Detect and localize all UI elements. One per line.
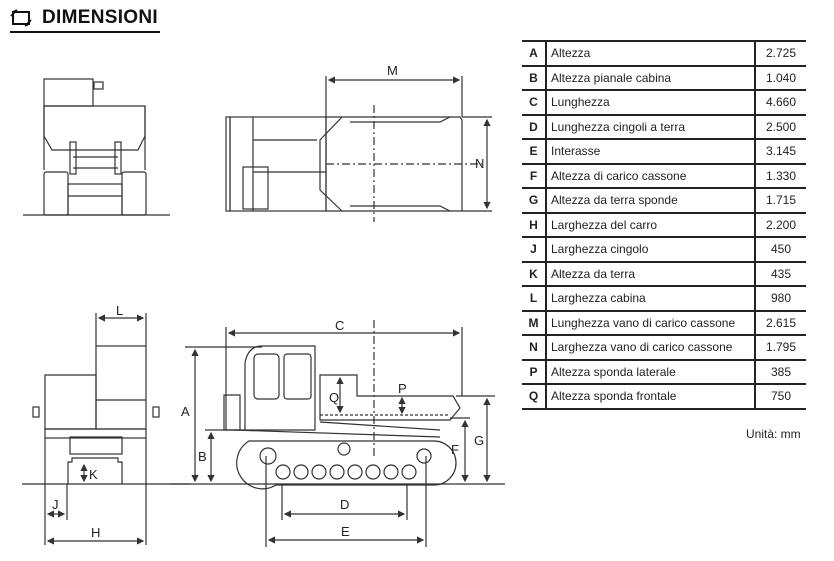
dimension-description: Larghezza vano di carico cassone [546, 334, 756, 361]
section-title: DIMENSIONI [10, 5, 160, 33]
dimension-key: N [522, 334, 547, 361]
dimension-description: Altezza pianale cabina [546, 64, 756, 91]
dimension-description: Lunghezza vano di carico cassone [546, 309, 756, 336]
dim-label-q: Q [329, 390, 339, 405]
dimension-key: H [522, 211, 547, 238]
dim-label-g: G [474, 433, 484, 448]
dim-label-n: N [475, 156, 484, 171]
unit-note: Unità: mm [746, 427, 801, 441]
dimension-value: 1.040 [755, 64, 806, 91]
page-title: DIMENSIONI [42, 7, 158, 28]
dimension-description: Altezza da terra sponde [546, 187, 756, 214]
dimension-value: 2.725 [755, 40, 806, 67]
top-view-drawing [225, 76, 492, 222]
dimension-key: L [522, 285, 547, 312]
dimension-description: Larghezza del carro [546, 211, 756, 238]
dimension-key: K [522, 260, 547, 287]
dimension-description: Lunghezza [546, 89, 756, 116]
dimension-key: J [522, 236, 547, 263]
dimension-key: F [522, 162, 547, 189]
dimension-description: Larghezza cabina [546, 285, 756, 312]
dimension-value: 1.715 [755, 187, 806, 214]
dimension-value: 4.660 [755, 89, 806, 116]
technical-drawings: M N L K J H C A B Q P F G D E [22, 63, 505, 547]
dimension-key: C [522, 89, 547, 116]
dimension-value: 1.330 [755, 162, 806, 189]
dimension-value: 3.145 [755, 138, 806, 165]
dim-label-l: L [116, 303, 123, 318]
dimension-value: 2.615 [755, 309, 806, 336]
dim-label-f: F [451, 442, 459, 457]
dim-label-h: H [91, 525, 100, 540]
dimension-value: 450 [755, 236, 806, 263]
dimension-value: 2.200 [755, 211, 806, 238]
dimensions-icon [10, 9, 32, 27]
dimension-key: E [522, 138, 547, 165]
dim-label-a: A [181, 404, 190, 419]
dimension-value: 750 [755, 383, 806, 410]
dimension-key: Q [522, 383, 547, 410]
dimension-value: 980 [755, 285, 806, 312]
dim-label-p: P [398, 381, 407, 396]
dimension-key: P [522, 358, 547, 385]
dimension-description: Interasse [546, 138, 756, 165]
dim-label-c: C [335, 318, 344, 333]
dimension-description: Altezza di carico cassone [546, 162, 756, 189]
dim-label-m: M [387, 63, 398, 78]
dimension-description: Altezza sponda laterale [546, 358, 756, 385]
dimension-value: 385 [755, 358, 806, 385]
dimension-description: Larghezza cingolo [546, 236, 756, 263]
dimension-description: Altezza da terra [546, 260, 756, 287]
dimension-description: Lunghezza cingoli a terra [546, 113, 756, 140]
dimension-description: Altezza [546, 40, 756, 67]
side-view-drawing [170, 320, 505, 547]
track-rollers [275, 464, 417, 480]
dim-label-e: E [341, 524, 350, 539]
dimension-value: 2.500 [755, 113, 806, 140]
dimension-key: G [522, 187, 547, 214]
dimension-value: 435 [755, 260, 806, 287]
dim-label-j: J [52, 497, 59, 512]
dim-label-b: B [198, 449, 207, 464]
dimension-key: D [522, 113, 547, 140]
dimension-key: A [522, 40, 547, 67]
dimension-key: B [522, 64, 547, 91]
front-view-drawing [23, 78, 170, 216]
dimension-description: Altezza sponda frontale [546, 383, 756, 410]
dim-label-k: K [89, 467, 98, 482]
dim-label-d: D [340, 497, 349, 512]
dimension-value: 1.795 [755, 334, 806, 361]
dimension-key: M [522, 309, 547, 336]
rear-view-drawing [22, 313, 190, 545]
